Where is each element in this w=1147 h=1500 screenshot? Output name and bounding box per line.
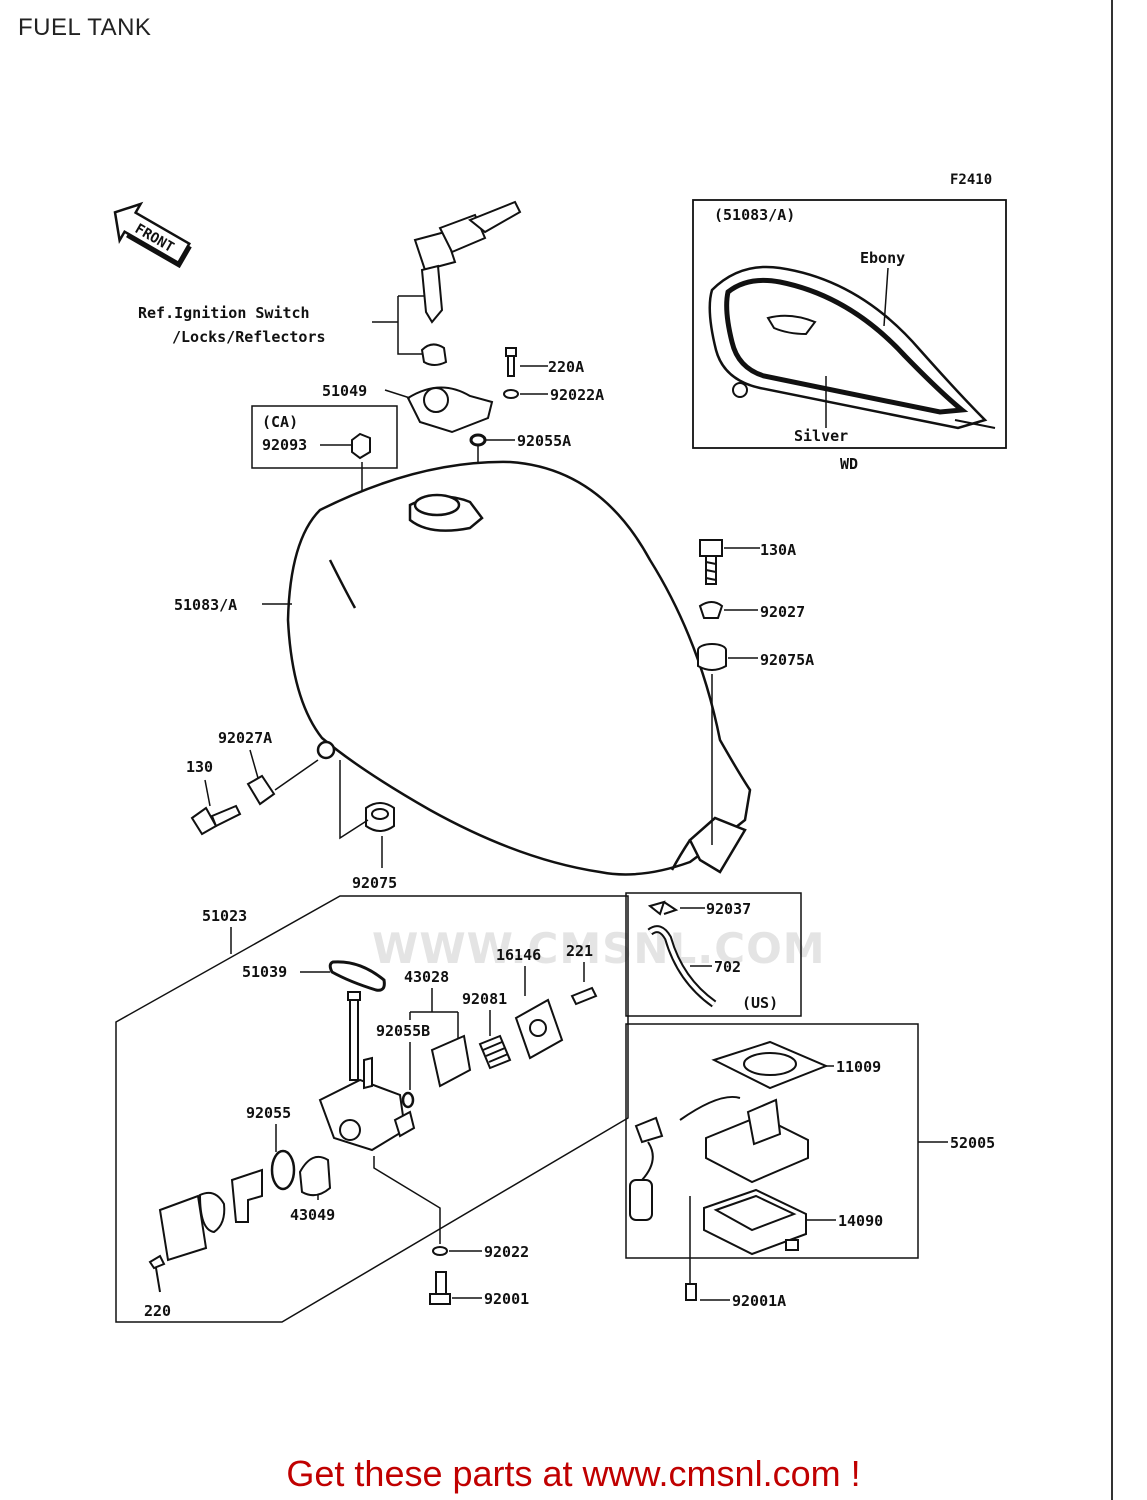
lever-icon bbox=[158, 1168, 263, 1262]
inset-box bbox=[692, 199, 1007, 449]
label-43028: 43028 bbox=[404, 968, 449, 986]
assembly-51023-bracket bbox=[115, 895, 629, 1323]
key-icon bbox=[413, 200, 522, 324]
label-52005: 52005 bbox=[950, 1134, 995, 1152]
washer-92022a-icon bbox=[503, 389, 519, 399]
washer-92022-icon bbox=[432, 1246, 448, 1256]
label-92001: 92001 bbox=[484, 1290, 529, 1308]
label-92055b: 92055B bbox=[376, 1022, 430, 1040]
gasket-51039-icon bbox=[328, 960, 386, 992]
front-arrow-icon: FRONT bbox=[113, 201, 192, 269]
diaphragm-43028-icon bbox=[430, 1034, 472, 1088]
label-702: 702 bbox=[714, 958, 741, 976]
oring-92055b-icon bbox=[401, 1091, 415, 1109]
label-130: 130 bbox=[186, 758, 213, 776]
label-92022: 92022 bbox=[484, 1243, 529, 1261]
bolt-92001a-icon bbox=[685, 1283, 697, 1301]
bolt-92001-icon bbox=[429, 1271, 451, 1305]
collar-92027-icon bbox=[698, 601, 724, 619]
screw-220a-icon bbox=[505, 347, 517, 377]
ref-note-line1: Ref.Ignition Switch bbox=[138, 304, 310, 322]
oring-92055-icon bbox=[270, 1149, 296, 1191]
ref-note-line2: /Locks/Reflectors bbox=[172, 328, 326, 346]
label-43049: 43049 bbox=[290, 1206, 335, 1224]
ca-part-label: 92093 bbox=[262, 436, 307, 454]
fuel-cap-icon bbox=[406, 386, 494, 434]
watermark-text: WWW.CMSNL.COM bbox=[372, 924, 826, 973]
us-box bbox=[625, 892, 802, 1017]
footer-promo-link[interactable]: Get these parts at www.cmsnl.com ! bbox=[286, 1453, 861, 1494]
spring-92081-icon bbox=[478, 1034, 512, 1070]
bolt-130a-icon bbox=[699, 539, 723, 585]
label-92081: 92081 bbox=[462, 990, 507, 1008]
inset-tank-icon bbox=[708, 265, 996, 430]
label-92027: 92027 bbox=[760, 603, 805, 621]
screw-220-icon bbox=[148, 1254, 166, 1293]
level-sensor-icon bbox=[629, 1096, 809, 1221]
nut-92093-icon bbox=[351, 432, 371, 460]
damper-92075a-icon bbox=[697, 643, 727, 671]
fuel-cock-icon bbox=[318, 991, 416, 1152]
inset-silver-label: Silver bbox=[794, 427, 848, 445]
screw-221-icon bbox=[570, 986, 598, 1006]
oring-92055a-icon bbox=[469, 433, 487, 447]
cover-14090-icon bbox=[703, 1188, 807, 1256]
inset-header: (51083/A) bbox=[714, 206, 795, 224]
label-14090: 14090 bbox=[838, 1212, 883, 1230]
label-92075: 92075 bbox=[352, 874, 397, 892]
label-220: 220 bbox=[144, 1302, 171, 1320]
label-221: 221 bbox=[566, 942, 593, 960]
label-92001a: 92001A bbox=[732, 1292, 786, 1310]
label-130a: 130A bbox=[760, 541, 796, 559]
damper-92075-icon bbox=[365, 802, 395, 832]
ref-bracket bbox=[372, 295, 430, 355]
ca-label: (CA) bbox=[262, 413, 298, 431]
bolt-130-icon bbox=[190, 804, 242, 836]
label-92075a: 92075A bbox=[760, 651, 814, 669]
sender-box bbox=[625, 1023, 919, 1259]
gasket-11009-icon bbox=[711, 1040, 829, 1090]
label-92055a: 92055A bbox=[517, 432, 571, 450]
page-title: FUEL TANK bbox=[18, 14, 152, 41]
collar-92027a-icon bbox=[246, 774, 276, 806]
label-92055: 92055 bbox=[246, 1104, 291, 1122]
label-92027a: 92027A bbox=[218, 729, 272, 747]
fuel-tank-icon bbox=[286, 460, 752, 876]
us-label: (US) bbox=[742, 994, 778, 1012]
label-51023: 51023 bbox=[202, 907, 247, 925]
label-11009: 11009 bbox=[836, 1058, 881, 1076]
label-51039: 51039 bbox=[242, 963, 287, 981]
page-border bbox=[1111, 0, 1113, 1500]
ca-box bbox=[251, 405, 398, 469]
label-92037: 92037 bbox=[706, 900, 751, 918]
exploded-parts-diagram: FRONT F2410 Ref.Ignition Switch /Locks/R… bbox=[113, 172, 1007, 1323]
label-51083a: 51083/A bbox=[174, 596, 237, 614]
figure-code: F2410 bbox=[950, 172, 992, 188]
label-16146: 16146 bbox=[496, 946, 541, 964]
clamp-92037-icon bbox=[647, 900, 679, 916]
label-92022a: 92022A bbox=[550, 386, 604, 404]
inset-ebony-label: Ebony bbox=[860, 249, 905, 267]
grommet-icon bbox=[420, 343, 448, 366]
label-220a: 220A bbox=[548, 358, 584, 376]
inset-model-label: WD bbox=[840, 455, 858, 473]
label-51049: 51049 bbox=[322, 382, 367, 400]
disk-43049-icon bbox=[298, 1156, 332, 1197]
